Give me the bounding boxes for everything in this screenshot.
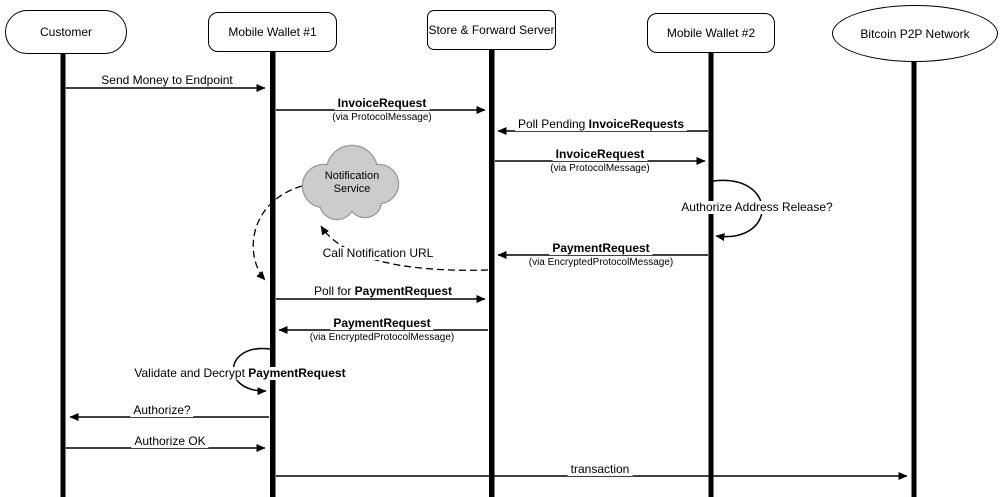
actor-bitcoin-p2p-network: Bitcoin P2P Network	[832, 5, 998, 62]
message-call-notification-url: Call Notification URL	[319, 247, 437, 260]
message-authorize-address-release: Authorize Address Release?	[678, 201, 836, 214]
message-send-money: Send Money to Endpoint	[98, 74, 236, 87]
notification-service-label: Notification Service	[324, 170, 380, 195]
message-payment-request-1: PaymentRequest	[549, 242, 653, 255]
message-invoice-request-1-sub: (via ProtocolMessage)	[329, 112, 435, 123]
notification-service-cloud	[301, 144, 400, 221]
message-invoice-request-1: InvoiceRequest	[334, 97, 430, 110]
actor-customer: Customer	[5, 10, 127, 54]
arrow-notify-wallet-1	[252, 185, 303, 281]
lifeline-mobile-wallet-1	[270, 51, 276, 497]
message-authorize: Authorize?	[130, 404, 194, 417]
actor-store-forward-server: Store & Forward Server	[427, 10, 556, 50]
message-poll-pending: Poll Pending InvoiceRequests	[514, 118, 688, 131]
message-payment-request-2: PaymentRequest	[330, 317, 434, 330]
message-invoice-request-2-sub: (via ProtocolMessage)	[547, 163, 653, 174]
message-authorize-ok: Authorize OK	[131, 435, 209, 448]
arrow-call-notification-url	[320, 225, 489, 271]
lifeline-mobile-wallet-2	[708, 52, 714, 497]
lifeline-bitcoin-p2p	[911, 61, 917, 497]
lifeline-store-forward-server	[489, 49, 495, 497]
message-payment-request-2-sub: (via EncryptedProtocolMessage)	[306, 332, 458, 343]
lifeline-customer	[60, 54, 66, 497]
message-invoice-request-2: InvoiceRequest	[552, 148, 648, 161]
message-poll-for-payment-request: Poll for PaymentRequest	[310, 285, 456, 298]
message-transaction: transaction	[567, 463, 633, 476]
actor-mobile-wallet-2: Mobile Wallet #2	[647, 13, 775, 53]
message-validate-decrypt: Validate and Decrypt PaymentRequest	[131, 367, 349, 380]
message-payment-request-1-sub: (via EncryptedProtocolMessage)	[525, 257, 677, 268]
actor-mobile-wallet-1: Mobile Wallet #1	[208, 12, 337, 52]
